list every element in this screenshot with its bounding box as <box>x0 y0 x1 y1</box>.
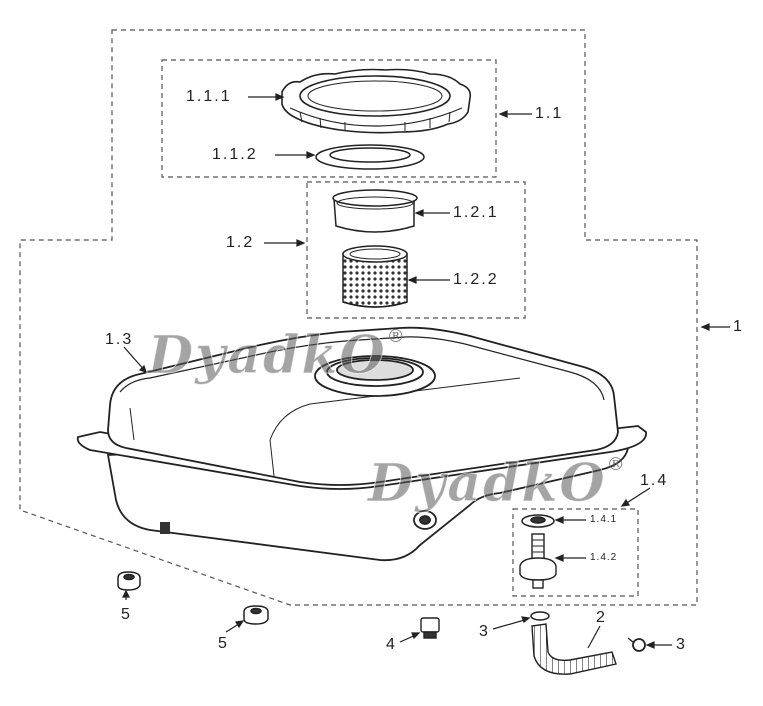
mounting-bolt <box>420 617 440 639</box>
callout-tank: 1.3 <box>105 331 134 348</box>
callout-valve-assembly: 1.4 <box>640 472 669 489</box>
valve-assembly-box <box>512 508 639 597</box>
valve-body <box>519 533 557 589</box>
callout-cap-assembly: 1.1 <box>535 105 564 122</box>
callout-assembly: 1 <box>733 318 744 335</box>
callout-strainer-assembly: 1.2 <box>226 234 255 251</box>
callout-cushion-right: 5 <box>218 635 229 652</box>
hose-clip-left <box>530 611 550 621</box>
callout-clip-right: 3 <box>676 636 687 653</box>
callout-strainer-mesh: 1.2.2 <box>453 271 499 288</box>
tank-cushion-left <box>117 571 141 591</box>
assembly-boundary <box>19 29 698 606</box>
callout-hose: 2 <box>596 609 607 626</box>
strainer-assembly-box <box>306 181 526 319</box>
tank-cushion-right <box>243 605 269 625</box>
cap-assembly-box <box>161 59 497 178</box>
callout-cap-gasket: 1.1.2 <box>212 146 258 163</box>
watermark-top: DyadkO® <box>148 328 407 383</box>
watermark-mark: ® <box>606 454 627 475</box>
strainer-mesh <box>342 245 408 308</box>
cap-gasket <box>315 144 425 170</box>
watermark-text: DyadkO <box>148 325 387 386</box>
callout-bolt: 4 <box>386 636 397 653</box>
leader-lines <box>122 93 730 649</box>
fuel-cap <box>281 68 472 134</box>
watermark-mark: ® <box>386 326 407 347</box>
watermark-text: DyadkO <box>368 453 607 514</box>
watermark-bottom: DyadkO® <box>368 456 627 511</box>
strainer-ring <box>332 189 418 233</box>
valve-washer <box>521 514 555 528</box>
callout-cap: 1.1.1 <box>186 88 232 105</box>
callout-clip-left: 3 <box>479 623 490 640</box>
callout-valve-washer: 1.4.1 <box>590 514 618 525</box>
callout-valve-body: 1.4.2 <box>590 552 618 563</box>
fuel-tank <box>76 326 647 562</box>
fuel-hose <box>531 623 617 675</box>
callout-cushion-left: 5 <box>121 606 132 623</box>
hose-clip-right <box>627 637 646 652</box>
callout-strainer-ring: 1.2.1 <box>453 204 499 221</box>
